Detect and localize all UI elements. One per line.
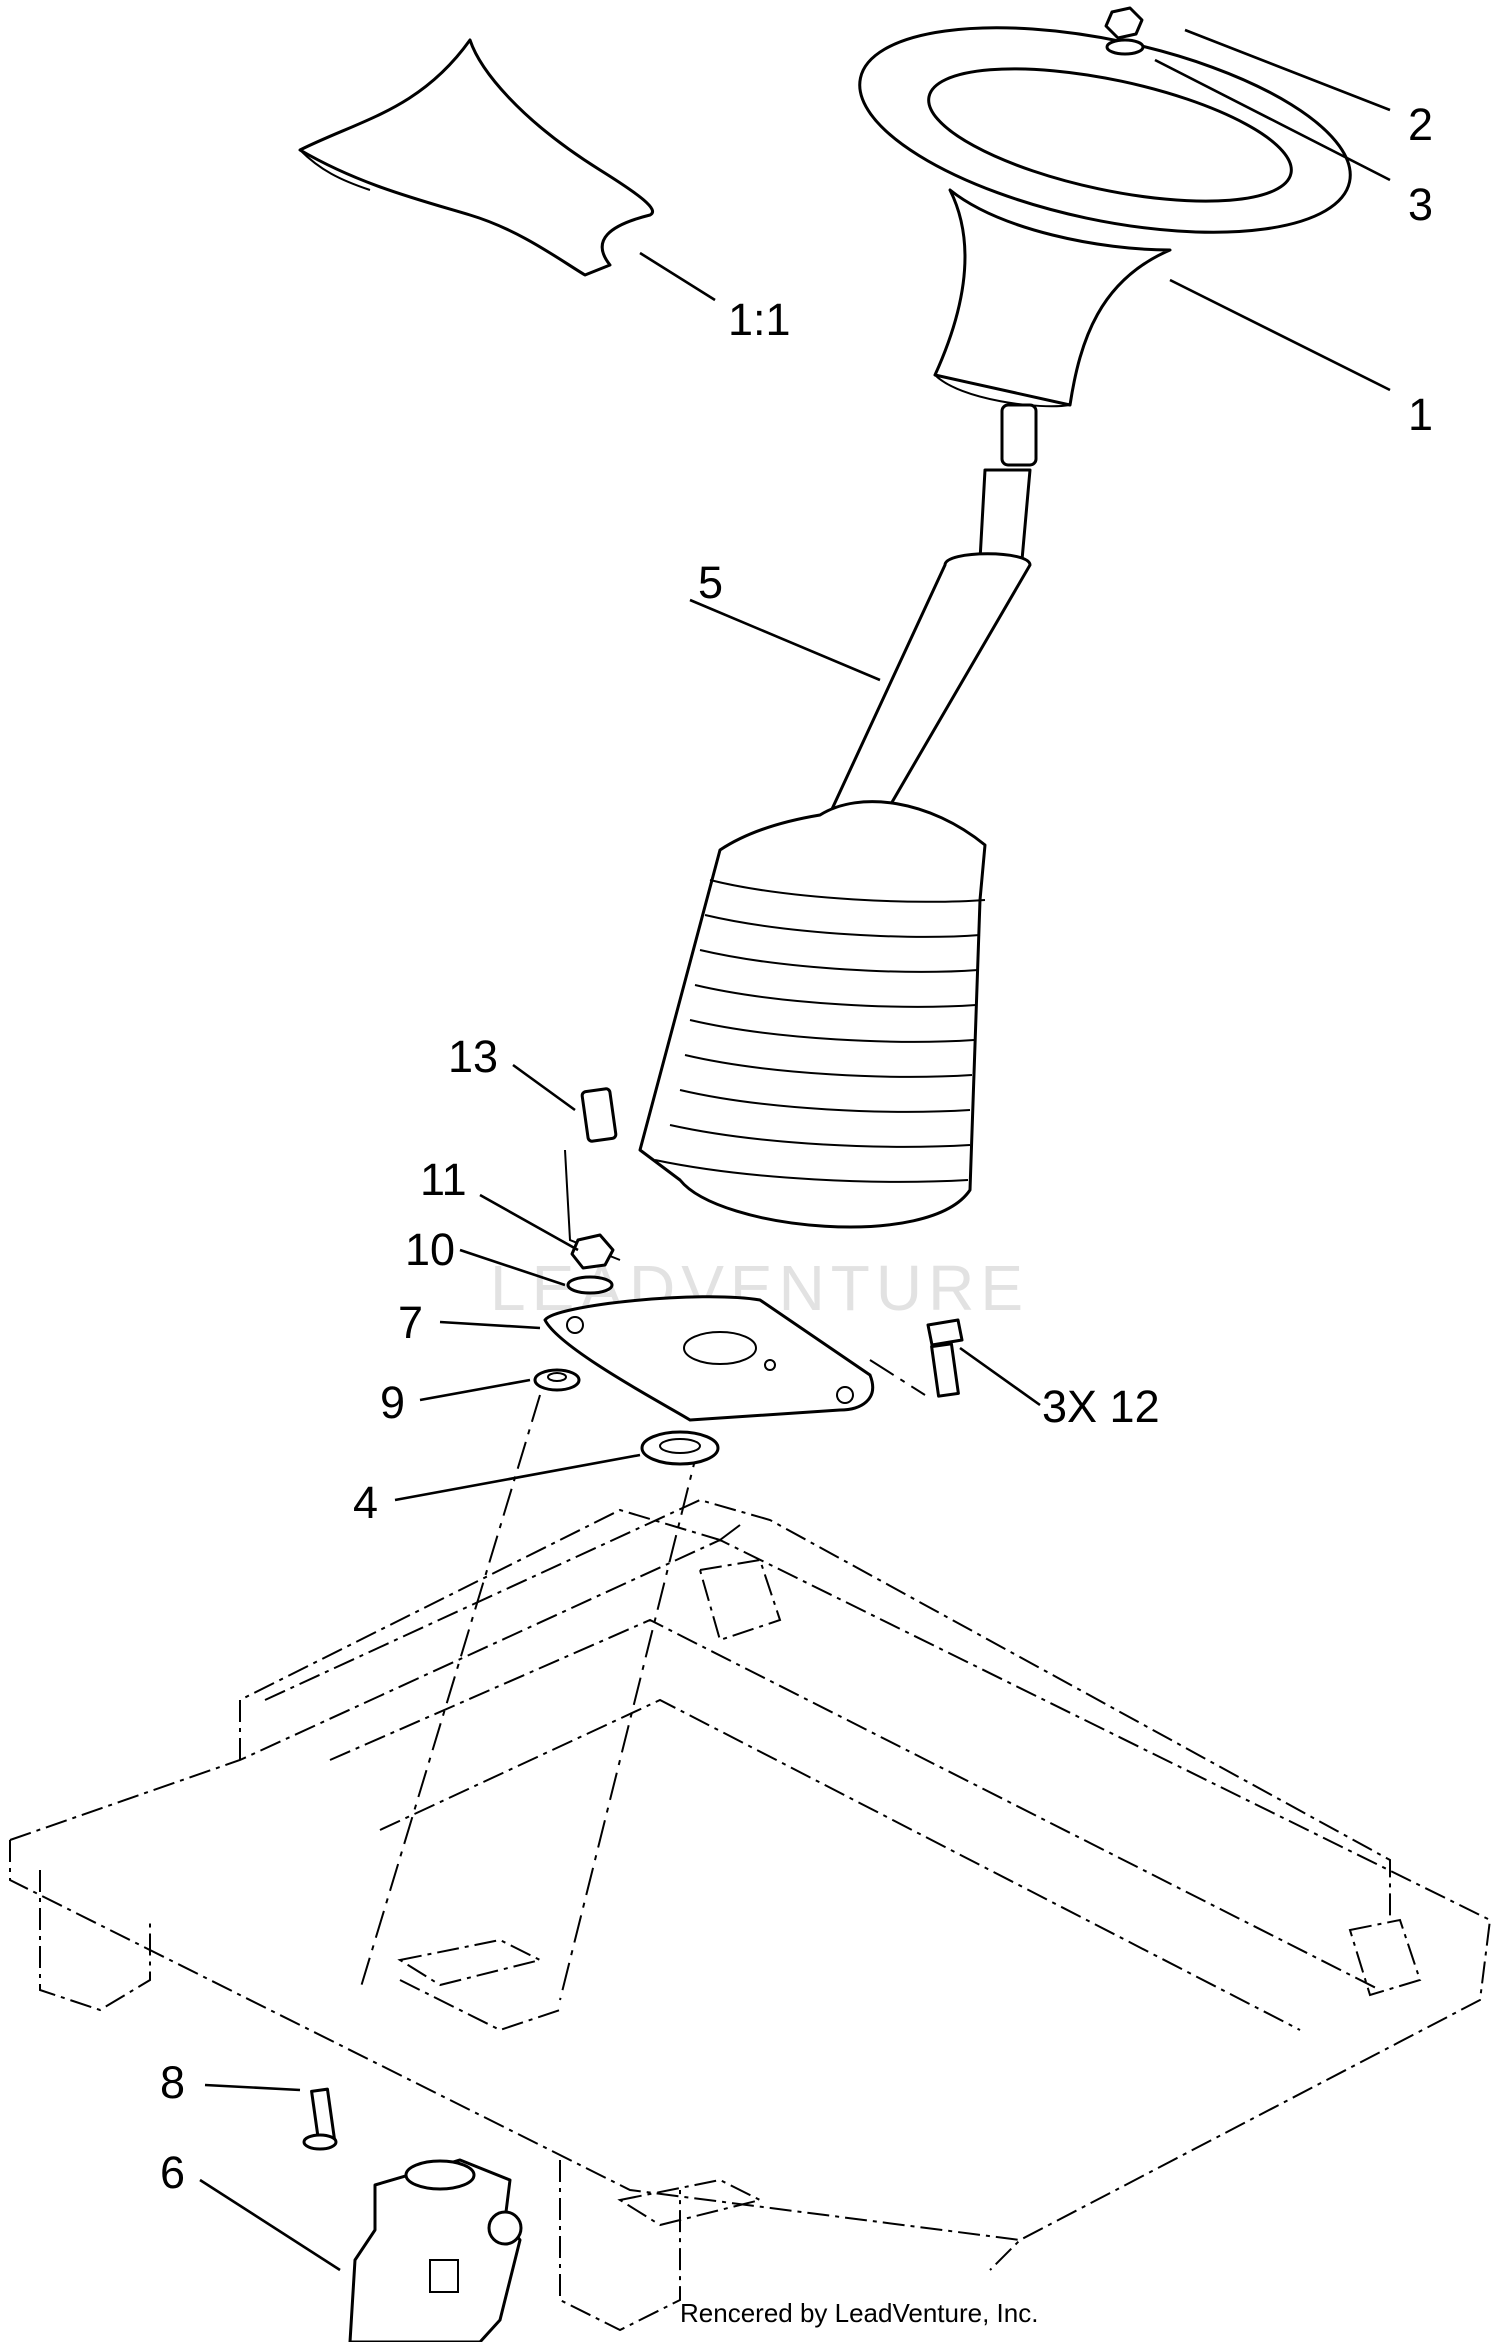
- callout-11: 11: [420, 1154, 467, 1205]
- hex-nut: [1104, 6, 1144, 40]
- callout-2: 2: [1408, 99, 1433, 150]
- callout-5: 5: [698, 557, 723, 608]
- bolt-12: [926, 1318, 964, 1398]
- callout-1: 1: [1408, 389, 1433, 440]
- callout-9: 9: [380, 1377, 405, 1428]
- callout-8: 8: [160, 2057, 185, 2108]
- mower-frame: [9, 1498, 1492, 2332]
- callout-1-1: 1:1: [728, 294, 791, 345]
- callout-6: 6: [160, 2147, 185, 2198]
- callout-3x12: 3X 12: [1042, 1381, 1160, 1432]
- flange-nut: [570, 1233, 615, 1270]
- flat-washer: [566, 1275, 614, 1295]
- spacer-washer: [533, 1368, 581, 1392]
- callout-4: 4: [353, 1477, 378, 1528]
- callout-10: 10: [405, 1224, 455, 1275]
- steering-valve: [348, 2158, 523, 2342]
- steering-column: [818, 468, 1032, 849]
- steering-wheel-cap: [298, 38, 654, 277]
- footer-credit: Rencered by LeadVenture, Inc.: [680, 2298, 1038, 2328]
- column-boot: [638, 800, 987, 1229]
- callout-labels: 1:1 2 3 1 5 13 11 10 7 9 3X 12 4 8 6: [160, 99, 1433, 2198]
- bolt-13: [580, 1087, 618, 1143]
- washer: [1105, 38, 1145, 56]
- seal-bearing: [640, 1430, 720, 1466]
- leader-lines: [199, 28, 1391, 2272]
- bolt-8: [302, 2087, 338, 2151]
- callout-13: 13: [448, 1031, 498, 1082]
- callout-3: 3: [1408, 179, 1433, 230]
- callout-7: 7: [398, 1297, 423, 1348]
- mounting-plate: [543, 1295, 875, 1422]
